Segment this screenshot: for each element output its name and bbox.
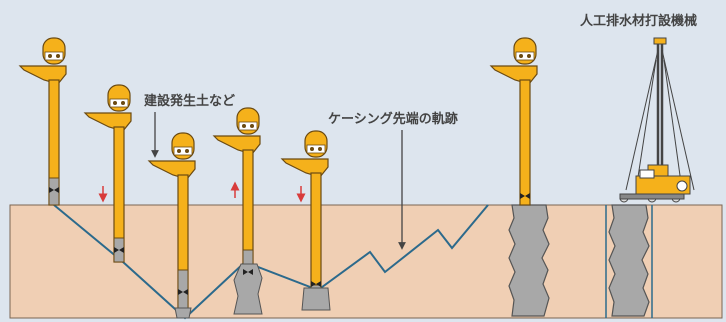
casing-tip-trajectory: [53, 204, 489, 320]
casing-stage-5: [280, 130, 331, 311]
drain-machine-label: 人工排水材打設機械: [580, 14, 698, 29]
completed-compaction-column: [508, 204, 550, 317]
casing-stage-6: [489, 37, 538, 206]
casing-tip-track-label: ケーシング先端の軌跡: [328, 112, 458, 127]
casing-stage-4: [212, 107, 263, 315]
casing-stage-3: [147, 132, 196, 319]
construction-soil-label: 建設発生土など: [144, 94, 236, 109]
drain-column: [605, 204, 653, 318]
casing-stage-2: [83, 84, 132, 263]
casing-stage-1: [18, 37, 67, 206]
pile-driver-rig-icon: [619, 37, 695, 203]
ground-soil: [9, 204, 723, 319]
